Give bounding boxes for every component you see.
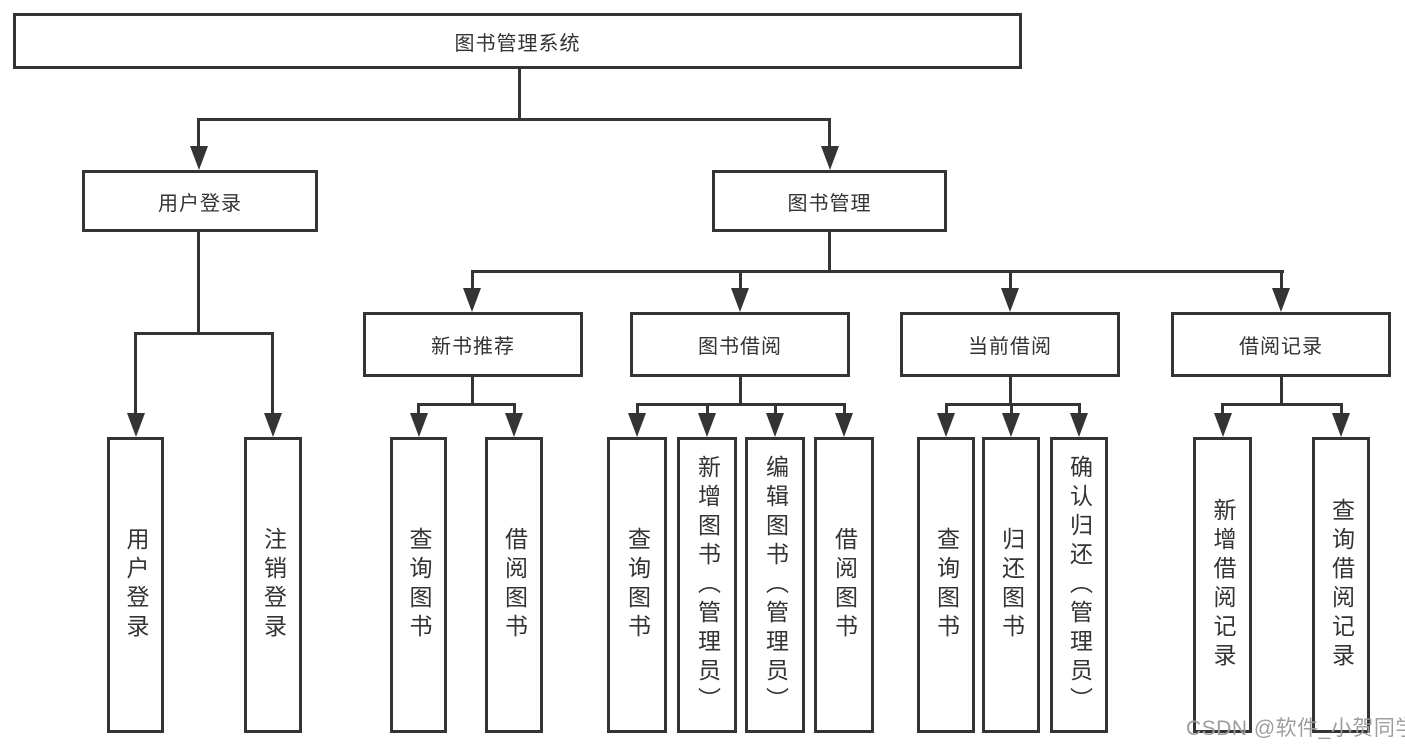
connector-line — [1221, 403, 1343, 406]
arrowhead — [766, 413, 784, 437]
connector-line — [197, 118, 831, 121]
arrowhead — [410, 413, 428, 437]
arrowhead — [1332, 413, 1350, 437]
connector-line — [271, 332, 274, 417]
node-current-borrow: 当前借阅 — [900, 312, 1120, 377]
arrowhead — [821, 146, 839, 170]
connector-line — [739, 270, 742, 293]
node-user-login: 用户登录 — [82, 170, 318, 232]
connector-line — [1221, 403, 1224, 417]
arrowhead — [937, 413, 955, 437]
connector-line — [636, 403, 639, 417]
connector-line — [706, 403, 709, 417]
connector-line — [1078, 403, 1081, 417]
arrowhead — [1070, 413, 1088, 437]
arrowhead — [835, 413, 853, 437]
connector-line — [945, 403, 948, 417]
connector-line — [828, 232, 831, 273]
node-logout-leaf: 注销登录 — [244, 437, 302, 733]
connector-line — [1010, 403, 1013, 417]
node-book-borrow: 图书借阅 — [630, 312, 850, 377]
connector-line — [945, 403, 1081, 406]
arrowhead — [628, 413, 646, 437]
connector-line — [828, 118, 831, 150]
node-edit-book-admin: 编辑图书（管理员） — [745, 437, 805, 733]
connector-line — [471, 270, 1284, 273]
arrowhead — [463, 288, 481, 312]
arrowhead — [698, 413, 716, 437]
connector-line — [1009, 377, 1012, 406]
node-return-books: 归还图书 — [982, 437, 1040, 733]
node-new-book-recommend: 新书推荐 — [363, 312, 583, 377]
csdn-watermark: CSDN @软件_小贺同学 — [1186, 717, 1405, 740]
node-query-borrow-record: 查询借阅记录 — [1312, 437, 1370, 733]
connector-line — [774, 403, 777, 417]
node-add-borrow-record: 新增借阅记录 — [1193, 437, 1252, 733]
connector-line — [471, 377, 474, 406]
arrowhead — [1002, 413, 1020, 437]
node-root: 图书管理系统 — [13, 13, 1022, 69]
connector-line — [134, 332, 137, 417]
connector-line — [518, 69, 521, 120]
connector-line — [1280, 270, 1283, 293]
connector-line — [739, 377, 742, 406]
arrowhead — [127, 413, 145, 437]
node-query-books-recommend: 查询图书 — [390, 437, 447, 733]
connector-line — [471, 270, 474, 293]
connector-line — [1280, 377, 1283, 406]
node-add-book-admin: 新增图书（管理员） — [677, 437, 737, 733]
node-book-management: 图书管理 — [712, 170, 947, 232]
arrowhead — [190, 146, 208, 170]
connector-line — [1340, 403, 1343, 417]
arrowhead — [1272, 288, 1290, 312]
node-user-login-leaf: 用户登录 — [107, 437, 164, 733]
connector-line — [513, 403, 516, 417]
node-borrow-books-leaf: 借阅图书 — [814, 437, 874, 733]
node-borrow-record: 借阅记录 — [1171, 312, 1391, 377]
node-query-books-current: 查询图书 — [917, 437, 975, 733]
connector-line — [1009, 270, 1012, 293]
connector-line — [636, 403, 846, 406]
connector-line — [197, 232, 200, 335]
arrowhead — [505, 413, 523, 437]
arrowhead — [1214, 413, 1232, 437]
arrowhead — [731, 288, 749, 312]
connector-line — [197, 118, 200, 150]
connector-line — [134, 332, 274, 335]
connector-line — [417, 403, 420, 417]
arrowhead — [1001, 288, 1019, 312]
node-query-books-borrow: 查询图书 — [607, 437, 667, 733]
connector-line — [417, 403, 516, 406]
node-confirm-return-admin: 确认归还（管理员） — [1050, 437, 1108, 733]
arrowhead — [264, 413, 282, 437]
node-borrow-books-recommend: 借阅图书 — [485, 437, 543, 733]
connector-line — [843, 403, 846, 417]
